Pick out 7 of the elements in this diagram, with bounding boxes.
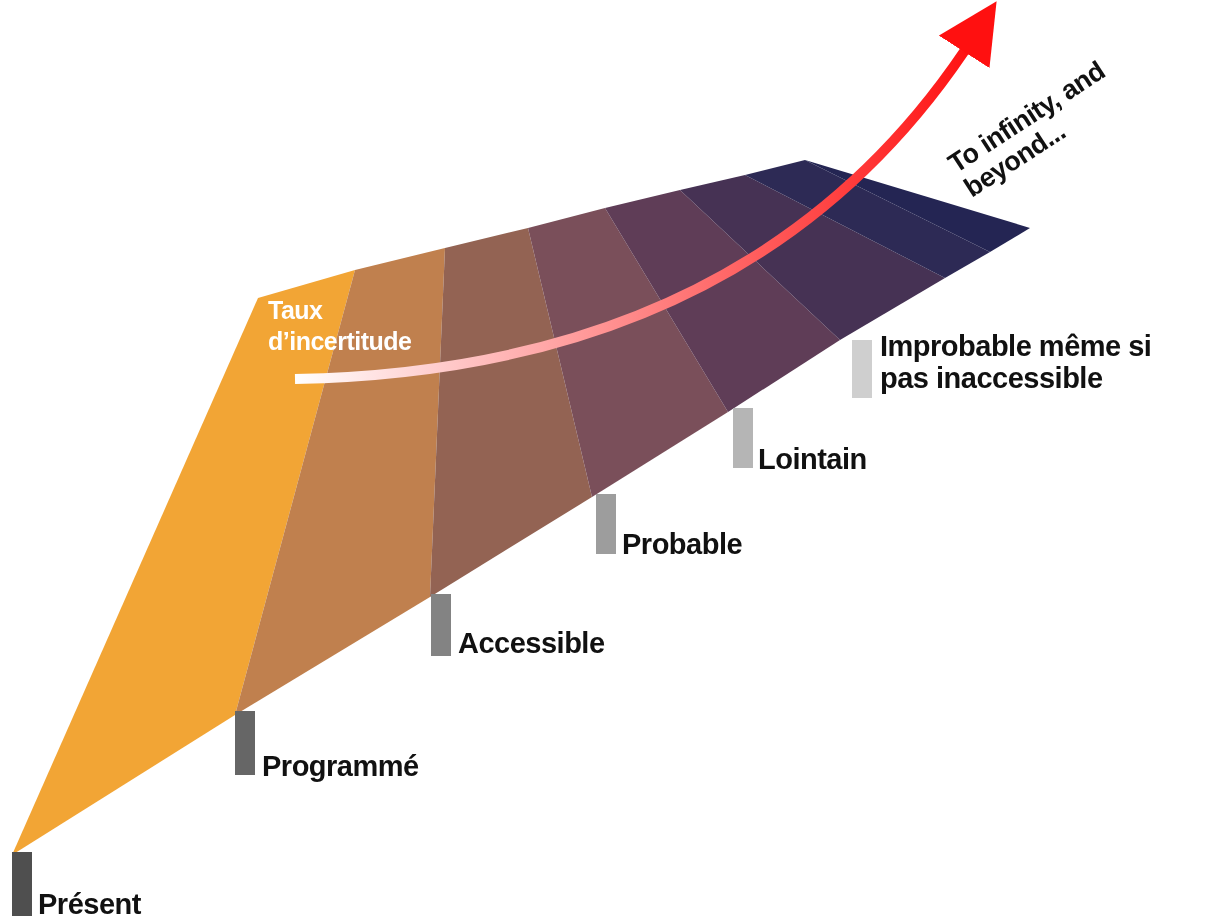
stage-label: Improbable même si pas inaccessible <box>880 330 1153 394</box>
stage-label: Accessible <box>458 627 606 659</box>
stage-label: Probable <box>622 528 744 560</box>
stage-label: Présent <box>38 888 142 919</box>
stage-label: Lointain <box>758 443 868 475</box>
stage-label: Programmé <box>262 750 420 782</box>
axis-label: Taux d’incertitude <box>268 295 413 357</box>
